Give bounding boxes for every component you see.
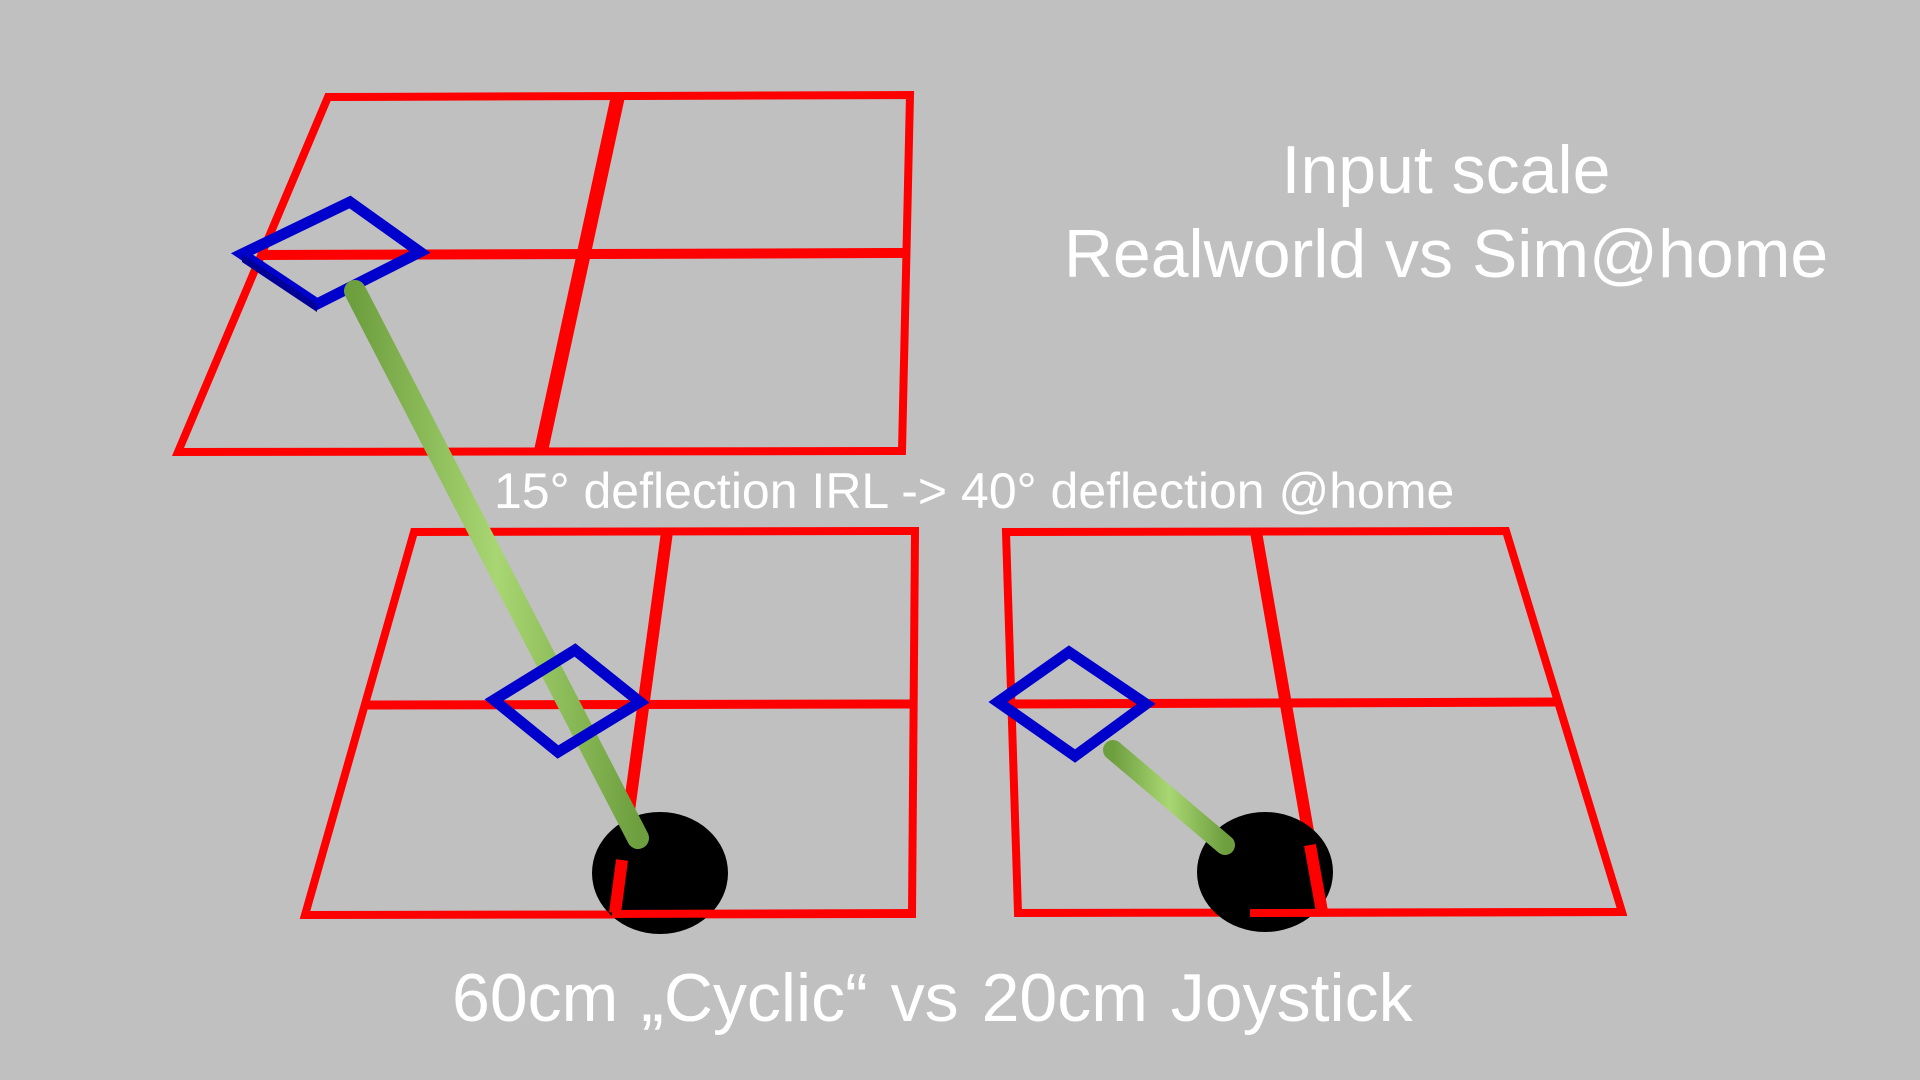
upper-grid-plane bbox=[171, 90, 915, 457]
upper-gimbal-ring bbox=[230, 195, 431, 312]
joystick-gimbal-ring bbox=[988, 645, 1156, 763]
title-line-1: Input scale bbox=[1281, 132, 1611, 208]
title-line-2: Realworld vs Sim@home bbox=[1063, 216, 1829, 292]
bottom-caption: 60cm „Cyclic“ vs 20cm Joystick bbox=[452, 960, 1413, 1036]
joystick-stick bbox=[1103, 740, 1235, 855]
cyclic-grid-vertical-front bbox=[609, 859, 628, 914]
cyclic-stick bbox=[344, 280, 649, 849]
cyclic-grid-bottom-front bbox=[611, 909, 913, 918]
upper-grid-outline bbox=[171, 90, 915, 457]
joystick-grid-vertical-front bbox=[1304, 843, 1328, 914]
cyclic-gimbal-ring bbox=[484, 643, 650, 759]
deflection-caption: 15° deflection IRL -> 40° deflection @ho… bbox=[494, 463, 1455, 519]
upper-grid-vertical bbox=[534, 94, 625, 453]
cyclic-pivot-base bbox=[592, 812, 728, 934]
joystick-grid-bottom-front bbox=[1249, 908, 1623, 917]
